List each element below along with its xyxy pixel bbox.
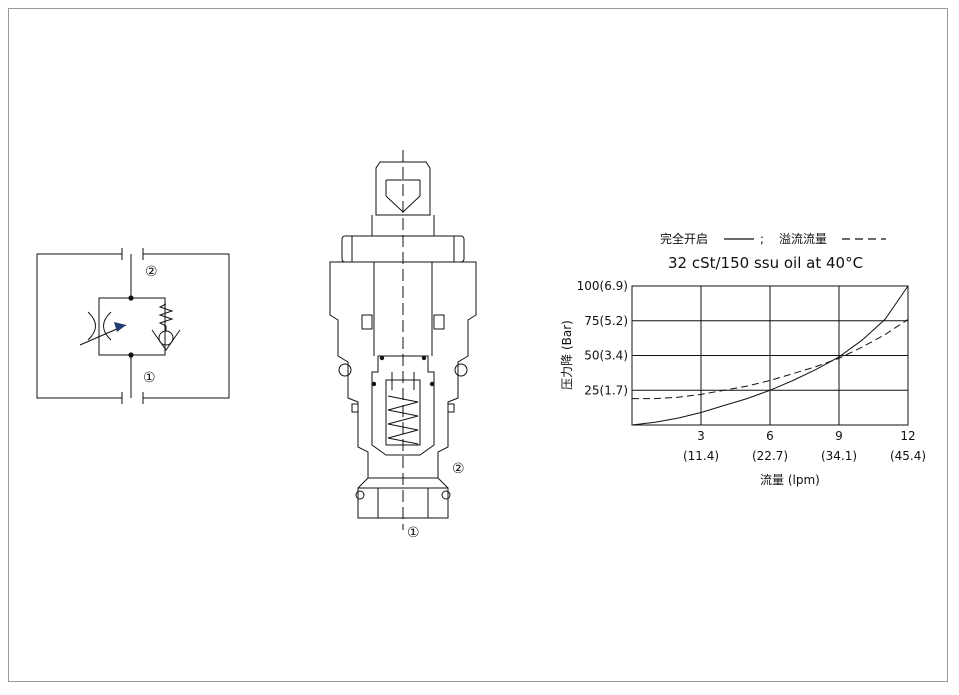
page-frame — [8, 8, 948, 682]
plot-area: 25(1.7) 50(3.4) 75(5.2) 100(6.9) 3 (11.4) 6 (22… — [577, 279, 926, 463]
x-tick-label: 3 — [697, 429, 705, 443]
legend-relief-flow-label: 溢流流量 — [779, 232, 827, 246]
y-tick-label: 100(6.9) — [577, 279, 628, 293]
y-tick-label: 50(3.4) — [584, 349, 628, 363]
legend-full-open-label: 完全开启 — [660, 231, 708, 246]
x-tick-sublabel: (11.4) — [683, 449, 719, 463]
x-tick-label: 9 — [835, 429, 843, 443]
full-open-curve — [631, 285, 909, 426]
y-tick-label: 25(1.7) — [584, 383, 628, 397]
x-tick-sublabel: (45.4) — [890, 449, 926, 463]
relief-flow-curve — [632, 318, 909, 400]
x-tick-label: 12 — [900, 429, 915, 443]
x-axis-label: 流量 (lpm) — [760, 473, 820, 487]
legend-separator: ; — [760, 232, 764, 246]
x-tick-sublabel: (34.1) — [821, 449, 857, 463]
y-axis-label: 压力降 (Bar) — [560, 320, 574, 390]
y-tick-label: 75(5.2) — [584, 314, 628, 328]
chart-title: 32 cSt/150 ssu oil at 40°C — [668, 254, 863, 272]
x-tick-label: 6 — [766, 429, 774, 443]
x-tick-sublabel: (22.7) — [752, 449, 788, 463]
